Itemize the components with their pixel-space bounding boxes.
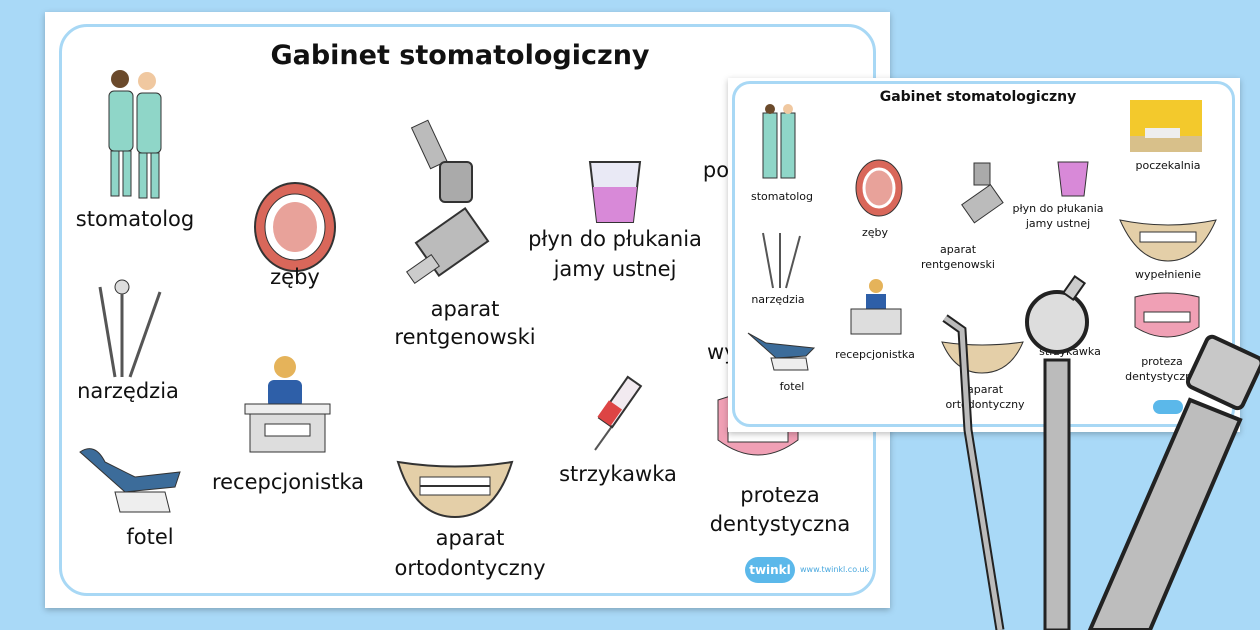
small-twinkl-logo [1153,400,1183,414]
mouth-icon-small [855,159,903,217]
braces-icon [396,460,514,519]
small-label-zeby: zęby [861,226,889,239]
receptionist-icon [244,356,331,453]
dental-tools-icon [98,279,162,378]
label-aparat-rtg-2: rentgenowski [394,325,536,349]
label-proteza-1: proteza [740,483,820,507]
label-plyn-2: jamy ustnej [553,257,677,281]
small-label-fotel: fotel [779,380,805,393]
xray-icon-small [961,162,1004,224]
dentists-icon-small [762,104,796,179]
syringe-icon [594,375,643,451]
dental-mirror-icon [1025,274,1089,630]
small-word-mat: Gabinet stomatologiczny stomatolog zęby … [728,78,1240,432]
large-title: Gabinet stomatologiczny [270,40,650,71]
small-label-wypelnienie: wypełnienie [1135,268,1201,281]
xray-machine-icon [406,119,490,285]
small-frame [732,81,1235,427]
small-label-narzedzia: narzędzia [751,293,805,306]
label-plyn-1: płyn do płukania [528,227,702,251]
tools-icon-small [762,232,801,289]
waiting-room-icon [1130,100,1202,152]
dentists-icon [108,70,162,199]
small-label-stomatolog: stomatolog [750,190,814,203]
label-recepcjonistka: recepcjonistka [211,470,365,494]
label-aparat-rtg-1: aparat [430,297,500,321]
filling-icon-small [1119,219,1217,262]
twinkl-url: www.twinkl.co.uk [800,565,870,574]
dental-chair-icon [79,448,181,513]
label-stomatolog: stomatolog [75,207,195,231]
small-label-plyn-2: jamy ustnej [1025,217,1091,230]
label-zeby: zęby [270,265,320,289]
twinkl-logo: twinkl [745,557,795,583]
glass-icon [588,161,642,223]
small-label-recepcjonistka: recepcjonistka [835,348,915,361]
small-label-proteza-2: dentystyczna [1125,370,1199,383]
mouth-teeth-icon [254,182,336,272]
small-label-aparat-rtg-2: rentgenowski [921,258,995,271]
small-label-poczekalnia: poczekalnia [1135,159,1201,172]
dentures-icon-small [1134,292,1200,338]
chair-icon-small [747,332,816,371]
receptionist-icon-small [850,279,902,335]
small-label-aparat-orto-1: aparat [966,383,1004,396]
glass-icon-small [1057,161,1089,197]
label-fotel: fotel [126,525,174,549]
small-label-proteza-1: proteza [1141,355,1183,368]
dental-drill-icon [1087,334,1260,630]
dental-probe-icon [942,314,1005,630]
label-narzedzia: narzędzia [77,379,179,403]
label-aparat-orto-1: aparat [435,526,505,550]
label-strzykawka: strzykawka [559,462,677,486]
small-label-plyn-1: płyn do płukania [1012,202,1104,215]
label-proteza-2: dentystyczna [709,512,851,536]
label-aparat-orto-2: ortodontyczny [394,556,546,580]
small-title: Gabinet stomatologiczny [879,89,1077,105]
small-label-aparat-rtg-1: aparat [939,243,977,256]
